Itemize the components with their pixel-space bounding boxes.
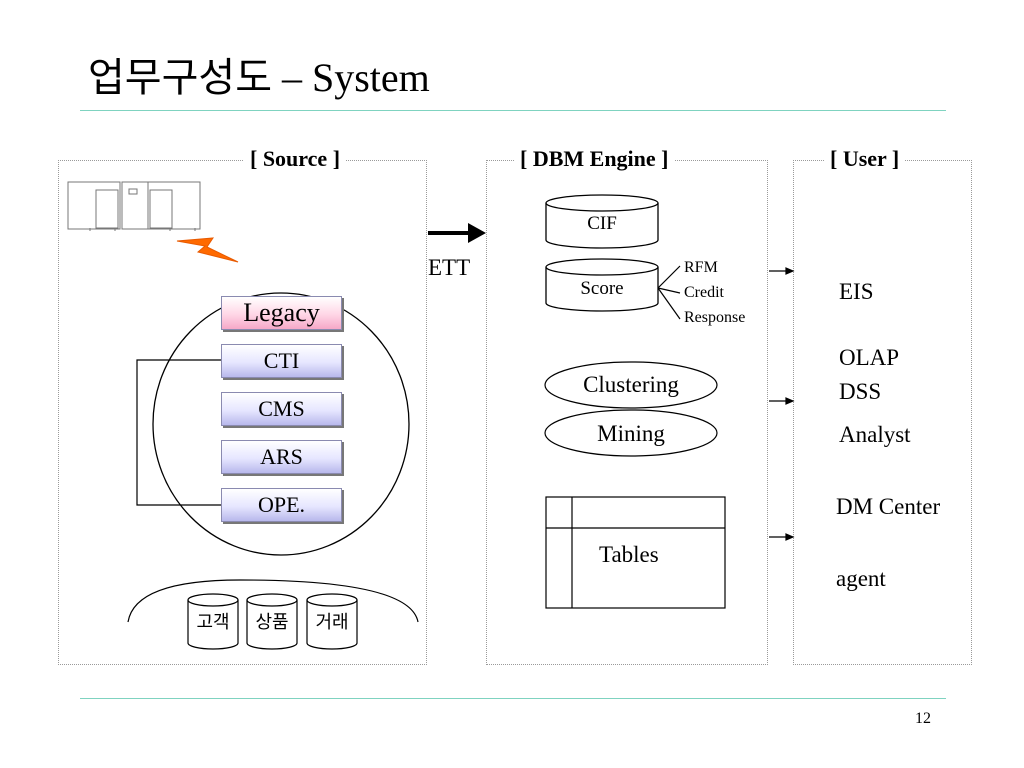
tables-label: Tables	[599, 542, 659, 567]
database-group-arc	[127, 579, 419, 623]
source-panel	[58, 160, 427, 665]
footer-divider	[80, 698, 946, 699]
clustering-label: Clustering	[583, 372, 679, 397]
user-item-olap: OLAP	[839, 345, 900, 370]
mainframe-server-icon	[67, 181, 201, 231]
db-cylinder-product	[246, 593, 298, 650]
score-cylinder	[545, 258, 659, 312]
db-label-customer: 고객	[196, 612, 230, 633]
user-item-agent: agent	[836, 566, 886, 591]
engine-panel-title: [ DBM Engine ]	[514, 148, 675, 170]
db-label-transaction: 거래	[315, 612, 349, 633]
cif-cylinder	[545, 194, 659, 249]
db-cylinder-transaction	[306, 593, 358, 650]
cif-label: CIF	[587, 213, 617, 234]
score-label: Score	[580, 278, 624, 299]
score-output-rfm: RFM	[684, 259, 718, 276]
ett-arrow	[428, 223, 486, 243]
mining-ellipse	[544, 409, 718, 457]
ett-label: ETT	[428, 255, 471, 280]
cti-ope-connector	[136, 359, 221, 506]
score-output-credit: Credit	[684, 284, 724, 301]
system-box-cms: CMS	[221, 392, 342, 426]
lightning-bolt-icon	[176, 237, 239, 263]
clustering-ellipse	[544, 361, 718, 409]
tables-grid	[545, 496, 726, 609]
page-number: 12	[915, 710, 931, 727]
user-arrows	[769, 267, 795, 541]
system-box-ars: ARS	[221, 440, 342, 474]
user-item-eis: EIS	[839, 279, 874, 304]
user-item-analyst: Analyst	[839, 422, 911, 447]
mining-label: Mining	[597, 421, 665, 446]
score-output-response: Response	[684, 309, 746, 326]
system-box-ope: OPE.	[221, 488, 342, 522]
system-box-cti: CTI	[221, 344, 342, 378]
source-panel-title: [ Source ]	[244, 148, 347, 170]
slide-title: 업무구성도 – System	[88, 55, 430, 100]
db-label-product: 상품	[255, 612, 289, 633]
db-cylinder-customer	[187, 593, 239, 650]
system-box-legacy: Legacy	[221, 296, 342, 330]
user-item-dss: DSS	[839, 379, 882, 404]
user-item-dm-center: DM Center	[836, 494, 941, 519]
legacy-systems-ellipse	[152, 292, 410, 556]
score-output-lines	[657, 265, 681, 320]
user-panel-title: [ User ]	[824, 148, 906, 170]
title-divider	[80, 110, 946, 111]
